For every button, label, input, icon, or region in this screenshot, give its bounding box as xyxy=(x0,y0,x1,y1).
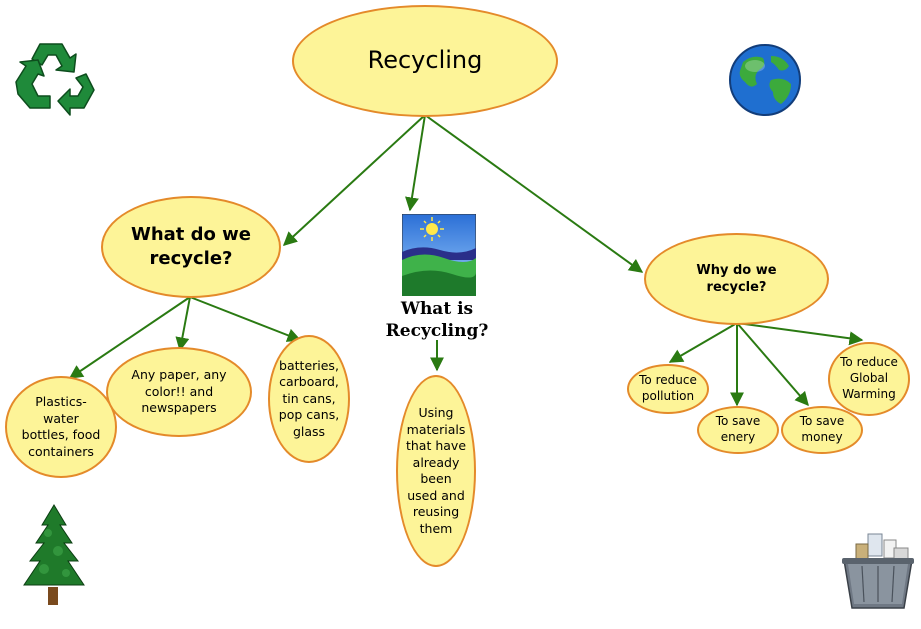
definition-label: Using materials that have already been u… xyxy=(405,405,467,536)
save-energy-label: To save enery xyxy=(715,414,761,444)
edge-right-to-item3 xyxy=(736,322,809,407)
definition-node: Using materials that have already been u… xyxy=(396,375,476,567)
recycling-bin-icon xyxy=(838,530,918,612)
why-do-we-recycle-label: Why do we recycle? xyxy=(696,262,777,295)
save-energy-node: To save enery xyxy=(697,406,779,454)
edge-left-to-item2 xyxy=(175,296,191,352)
edge-left-to-item3 xyxy=(189,296,302,342)
root-node-label: Recycling xyxy=(367,46,483,75)
reduce-pollution-node: To reduce pollution xyxy=(627,364,709,414)
reduce-global-warming-node: To reduce Global Warming xyxy=(828,342,910,416)
batteries-node: batteries, carboard, tin cans, pop cans,… xyxy=(268,335,350,463)
edge-root-to-center xyxy=(405,114,426,212)
edge-left-to-item1 xyxy=(68,296,191,379)
edge-root-to-left xyxy=(282,114,426,246)
reduce-global-warming-label: To reduce Global Warming xyxy=(840,355,898,401)
reduce-pollution-label: To reduce pollution xyxy=(639,373,697,403)
plastics-node: Plastics- water bottles, food containers xyxy=(5,376,117,478)
plastics-label: Plastics- water bottles, food containers xyxy=(21,394,101,459)
save-money-label: To save money xyxy=(799,414,845,444)
edge-right-to-item1 xyxy=(668,322,738,363)
paper-label: Any paper, any color!! and newspapers xyxy=(131,367,227,416)
edge-root-to-right xyxy=(424,114,644,273)
tree-icon xyxy=(18,503,90,607)
what-do-we-recycle-label: What do we recycle? xyxy=(130,224,252,269)
recycle-icon xyxy=(10,38,96,118)
paper-node: Any paper, any color!! and newspapers xyxy=(106,347,252,437)
what-is-recycling-title: What is Recycling? xyxy=(385,299,489,342)
globe-icon xyxy=(727,42,803,118)
edge-right-to-item4 xyxy=(736,322,864,346)
root-node: Recycling xyxy=(292,5,558,117)
save-money-node: To save money xyxy=(781,406,863,454)
landscape-picture-icon xyxy=(401,213,477,297)
batteries-label: batteries, carboard, tin cans, pop cans,… xyxy=(278,357,340,439)
what-do-we-recycle-node: What do we recycle? xyxy=(101,196,281,298)
why-do-we-recycle-node: Why do we recycle? xyxy=(644,233,829,325)
